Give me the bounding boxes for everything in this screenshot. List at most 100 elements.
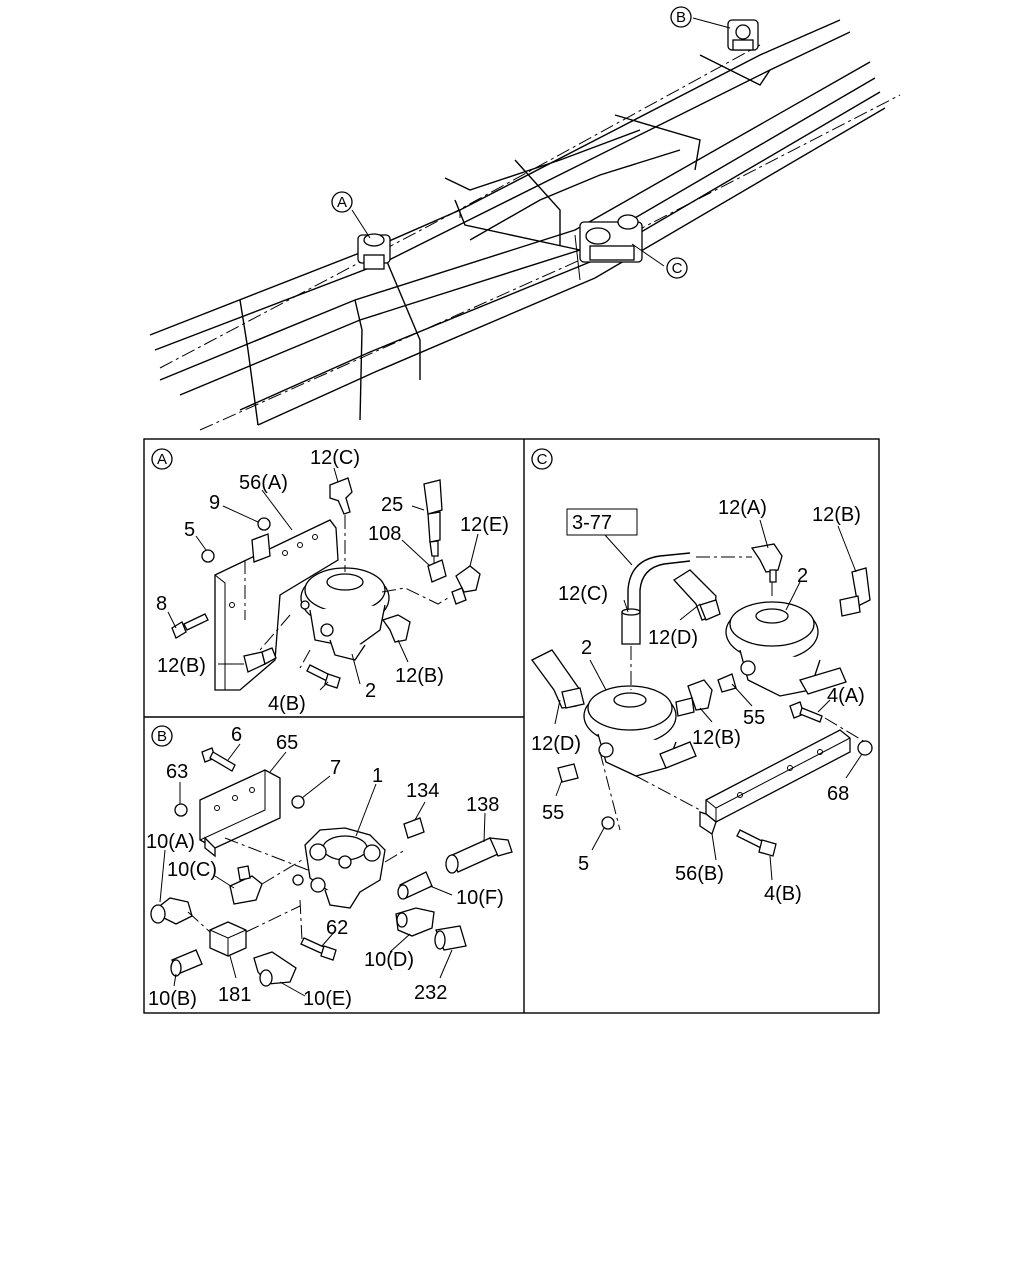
label-138: 138 <box>466 794 499 816</box>
label-1: 1 <box>372 765 383 787</box>
bolt-62 <box>300 937 337 961</box>
label-10c: 10(C) <box>167 859 217 881</box>
block-181 <box>209 921 247 957</box>
svg-text:A: A <box>337 194 347 211</box>
bracket-56b <box>699 729 851 836</box>
svg-text:C: C <box>537 451 548 468</box>
fitting-12c-c <box>621 608 641 645</box>
hose-12d-lower <box>531 649 585 709</box>
panel-c-marker: C <box>531 448 553 470</box>
bolt-4b-panel-a <box>306 664 341 689</box>
label-5-c: 5 <box>578 853 589 875</box>
detail-frame-border <box>143 438 880 1014</box>
callout-a: A <box>331 191 353 213</box>
svg-text:A: A <box>157 451 167 468</box>
fitting-12b-top <box>839 567 871 617</box>
panel-a-marker: A <box>151 448 173 470</box>
detail-panel-b: B <box>146 724 513 1010</box>
label-10f: 10(F) <box>456 887 504 909</box>
label-10e: 10(E) <box>303 988 352 1010</box>
label-108: 108 <box>368 523 401 545</box>
svg-text:B: B <box>676 9 686 26</box>
label-12c-a: 12(C) <box>310 447 360 469</box>
label-8: 8 <box>156 593 167 615</box>
air-pipe <box>627 552 691 610</box>
nut-9 <box>257 517 271 531</box>
bolt-8 <box>171 613 209 639</box>
label-4b-c: 4(B) <box>764 883 802 905</box>
label-12b-a-right: 12(B) <box>395 665 444 687</box>
fitting-10a <box>150 897 193 925</box>
frame-mount-a <box>357 233 391 270</box>
label-65: 65 <box>276 732 298 754</box>
label-4b-a: 4(B) <box>268 693 306 715</box>
plug-232 <box>434 925 467 951</box>
callout-b: B <box>670 6 692 28</box>
label-12d-c-upper: 12(D) <box>648 627 698 649</box>
label-12d-c-lower: 12(D) <box>531 733 581 755</box>
label-62: 62 <box>326 917 348 939</box>
switch-138 <box>445 837 513 874</box>
fitting-12e <box>451 565 481 605</box>
label-10b: 10(B) <box>148 988 197 1010</box>
plug-55-right <box>717 673 737 693</box>
label-12b-c-mid: 12(B) <box>692 727 741 749</box>
bracket-56a <box>214 519 339 691</box>
valve-1 <box>292 827 386 909</box>
fitting-10d <box>395 907 435 937</box>
fitting-10c <box>229 865 263 905</box>
label-5-a: 5 <box>184 519 195 541</box>
svg-text:C: C <box>672 260 683 277</box>
label-6: 6 <box>231 724 242 746</box>
label-63: 63 <box>166 761 188 783</box>
nut-5 <box>201 549 215 563</box>
chassis-frame-overview: A B C <box>149 6 901 431</box>
label-9: 9 <box>209 492 220 514</box>
label-12b-a-left: 12(B) <box>157 655 206 677</box>
label-134: 134 <box>406 780 439 802</box>
fitting-12c <box>329 477 353 515</box>
fitting-12b-left <box>243 647 277 673</box>
label-12a: 12(A) <box>718 497 767 519</box>
label-55-c-right: 55 <box>743 707 765 729</box>
callout-c: C <box>666 257 688 279</box>
detail-panel-a: A <box>151 447 509 715</box>
label-181: 181 <box>218 984 251 1006</box>
relay-valve-2-right <box>725 601 847 697</box>
label-12e: 12(E) <box>460 514 509 536</box>
label-25: 25 <box>381 494 403 516</box>
fitting-12b-mid <box>675 679 713 717</box>
fitting-10b <box>170 949 203 977</box>
nut-7 <box>291 795 305 809</box>
frame-mount-c <box>579 214 643 263</box>
relay-valve-2 <box>300 567 390 661</box>
fitting-134 <box>403 817 425 839</box>
hose-12d-upper <box>672 569 721 621</box>
fitting-10f <box>397 871 433 900</box>
bolt-6 <box>201 747 236 772</box>
fitting-108 <box>427 559 447 583</box>
plug-55-left <box>557 763 579 783</box>
bolt-4a <box>789 701 823 723</box>
nut-5-c <box>601 816 615 830</box>
panel-b-marker: B <box>151 725 173 747</box>
fitting-12b-right <box>381 614 411 643</box>
frame-mount-b <box>727 19 759 51</box>
label-56b: 56(B) <box>675 863 724 885</box>
label-7: 7 <box>330 757 341 779</box>
svg-text:3-77: 3-77 <box>572 512 612 534</box>
label-2-c-right: 2 <box>797 565 808 587</box>
nut-63 <box>174 803 188 817</box>
nut-68 <box>857 740 873 756</box>
reference-box-3-77: 3-77 <box>566 508 638 536</box>
label-232: 232 <box>414 982 447 1004</box>
relay-valve-2-left <box>583 685 697 777</box>
label-10a: 10(A) <box>146 831 195 853</box>
switch-25 <box>423 479 443 557</box>
svg-text:B: B <box>157 728 167 745</box>
label-2-a: 2 <box>365 680 376 702</box>
bolt-4b-panel-c <box>736 829 777 857</box>
label-10d: 10(D) <box>364 949 414 971</box>
label-56a: 56(A) <box>239 472 288 494</box>
